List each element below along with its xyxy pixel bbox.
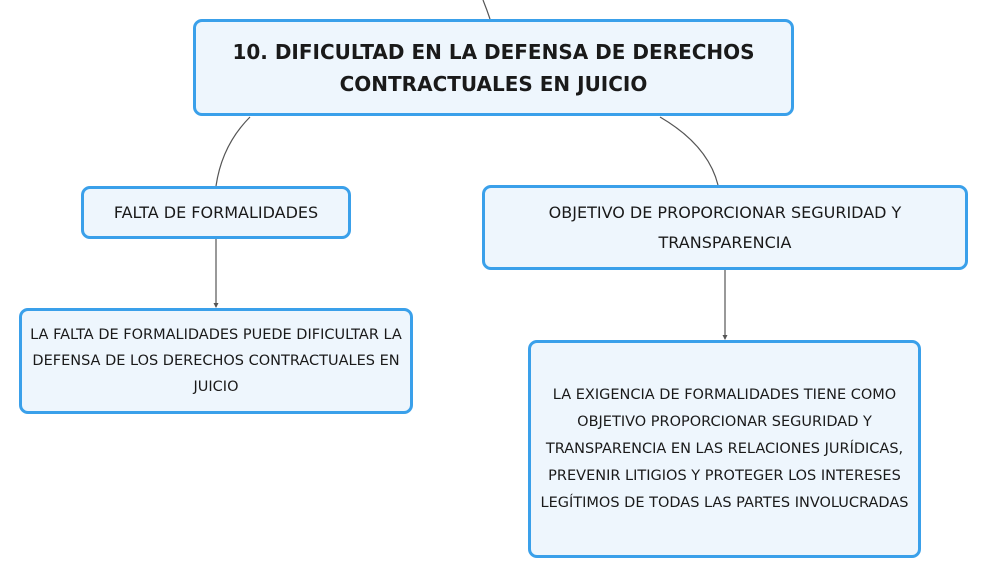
left-heading-node[interactable]: FALTA DE FORMALIDADES xyxy=(81,186,351,239)
left-detail-text: LA FALTA DE FORMALIDADES PUEDE DIFICULTA… xyxy=(30,327,402,395)
root-topic-title: 10. DIFICULTAD EN LA DEFENSA DE DERECHOS… xyxy=(232,39,755,96)
root-topic-node[interactable]: 10. DIFICULTAD EN LA DEFENSA DE DERECHOS… xyxy=(193,19,794,116)
right-detail-text: LA EXIGENCIA DE FORMALIDADES TIENE COMO … xyxy=(540,386,909,511)
left-detail-node[interactable]: LA FALTA DE FORMALIDADES PUEDE DIFICULTA… xyxy=(19,308,413,414)
right-heading-text: OBJETIVO DE PROPORCIONAR SEGURIDAD Y TRA… xyxy=(548,202,902,252)
right-heading-node[interactable]: OBJETIVO DE PROPORCIONAR SEGURIDAD Y TRA… xyxy=(482,185,968,270)
connector-root-to-left-heading xyxy=(215,116,251,187)
connector-root-to-right-heading xyxy=(659,116,719,186)
connector-parent-to-root xyxy=(482,0,491,20)
left-heading-text: FALTA DE FORMALIDADES xyxy=(113,202,319,222)
right-detail-node[interactable]: LA EXIGENCIA DE FORMALIDADES TIENE COMO … xyxy=(528,340,921,558)
